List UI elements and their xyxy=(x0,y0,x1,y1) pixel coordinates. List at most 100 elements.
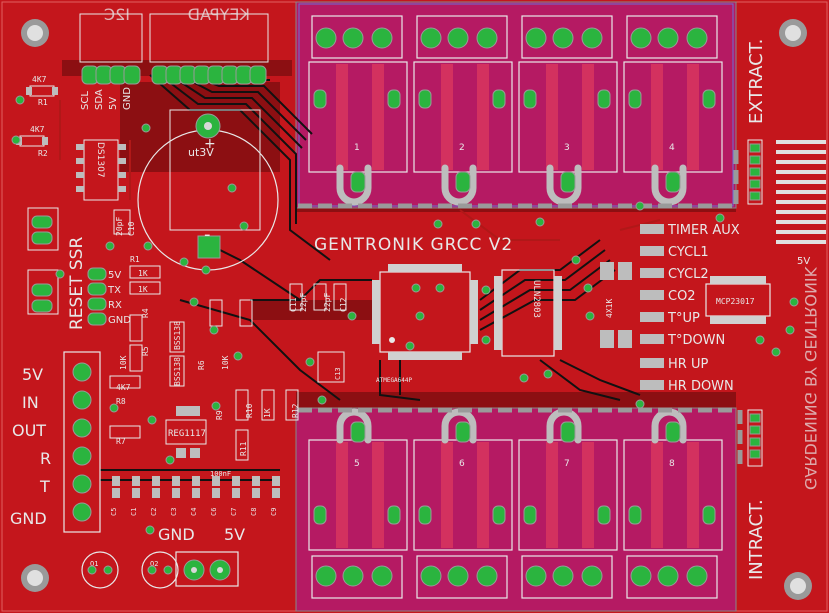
power-label-r: R xyxy=(40,449,51,468)
label-c3: C3 xyxy=(170,508,178,516)
board-title: GENTRONIK GRCC V2 xyxy=(314,235,513,255)
power-terminal-block xyxy=(63,351,101,533)
intract-label: INTRACT. xyxy=(746,499,767,580)
label-c9: C9 xyxy=(270,508,278,516)
label-r1-value: 4K7 xyxy=(32,75,47,84)
label-c5: C5 xyxy=(110,508,118,516)
reset-ssr-connector xyxy=(27,207,59,315)
right-edge-pins xyxy=(776,140,826,244)
battery-plus: + xyxy=(204,136,216,152)
mcu-label: ATMEGA644P xyxy=(376,377,413,384)
top-traces xyxy=(59,100,661,241)
label-20pf: 20pF xyxy=(115,217,124,236)
component-labels: 4K7 R1 4K7 R2 R1 1K 1K R4 R5 10K R6 4K7 … xyxy=(30,75,348,568)
label-c13: C13 xyxy=(334,367,342,380)
right-connector-top xyxy=(747,139,763,205)
input-label-cycl2: CYCL2 xyxy=(668,267,709,282)
power-label-out: OUT xyxy=(12,421,46,440)
serial-header xyxy=(87,267,107,326)
label-r11: R11 xyxy=(239,441,248,456)
label-q2: Q2 xyxy=(150,560,158,568)
uln-label: ULN2803 xyxy=(531,280,541,318)
label-c7: C7 xyxy=(230,508,238,516)
header-label-sda: SDA xyxy=(94,89,105,110)
label-1k-b: 1K xyxy=(138,285,148,294)
bottom-power-connector xyxy=(175,551,239,587)
keepout-lines xyxy=(298,150,743,470)
relay-coil-pads-bottom xyxy=(313,421,716,525)
label-q1: Q1 xyxy=(90,560,98,568)
power-label-gnd: GND xyxy=(10,509,47,528)
mcp-5v-label: 5V xyxy=(797,256,810,267)
input-label-co2: CO2 xyxy=(668,289,696,304)
label-22pf-b: 22pF xyxy=(323,293,332,312)
input-label-t-up: T°UP xyxy=(667,311,700,326)
label-r12: R12 xyxy=(291,403,300,418)
mirrored-i2c-label: I2C xyxy=(104,5,130,24)
resistor-network xyxy=(600,262,632,348)
label-c8: C8 xyxy=(250,508,258,516)
label-10k-a: 10K xyxy=(119,355,128,370)
serial-rx: RX xyxy=(108,300,122,311)
header-pads-i2c xyxy=(81,65,141,85)
label-r2-value: 4K7 xyxy=(30,125,45,134)
relay-stripes xyxy=(336,64,699,548)
label-bss138-b: BSS138 xyxy=(173,357,182,386)
relay-terminals-top xyxy=(315,27,708,49)
label-r1: R1 xyxy=(38,98,48,107)
relay-ch-8: 8 xyxy=(669,459,675,469)
mounting-holes xyxy=(21,19,812,600)
right-connector-bottom xyxy=(747,409,763,467)
rtc-chip xyxy=(76,139,126,201)
label-1k-a: 1K xyxy=(138,269,148,278)
label-r1-b: R1 xyxy=(130,255,140,264)
label-r7: R7 xyxy=(116,437,126,446)
header-label-5v: 5V xyxy=(108,97,119,110)
relay-ch-6: 6 xyxy=(459,459,465,469)
header-outline xyxy=(79,13,269,63)
relay-coil-pads-top xyxy=(313,89,716,193)
input-label-t-down: T°DOWN xyxy=(667,333,725,348)
relay-ch-7: 7 xyxy=(564,459,570,469)
power-label-5v: 5V xyxy=(22,365,43,384)
extract-label: EXTRACT. xyxy=(746,39,767,124)
header-label-scl: SCL xyxy=(80,91,91,110)
label-r9: R9 xyxy=(215,410,224,420)
serial-tx: TX xyxy=(107,285,121,296)
relay-terminals-bottom xyxy=(315,565,708,587)
input-label-cycl1: CYCL1 xyxy=(668,245,709,260)
label-1k-c: 1K xyxy=(263,408,272,418)
vias xyxy=(11,95,799,535)
bottom-label-5v: 5V xyxy=(224,525,245,544)
label-r10: R10 xyxy=(245,403,254,418)
mcp-expander xyxy=(705,276,771,324)
input-pads xyxy=(640,224,664,390)
label-c2: C2 xyxy=(150,508,158,516)
header-pads-keypad xyxy=(151,65,267,85)
relay-ch-1: 1 xyxy=(354,143,360,153)
battery-holder xyxy=(137,109,279,271)
label-100nf: 100nF xyxy=(210,470,231,478)
regulator-label: REG1117 xyxy=(168,429,206,439)
mirrored-keypad-label: KEYPAD xyxy=(188,5,250,24)
relay-ch-2: 2 xyxy=(459,143,465,153)
bottom-label-gnd: GND xyxy=(158,525,195,544)
label-r6: R6 xyxy=(197,360,206,370)
serial-gnd: GND xyxy=(108,315,131,326)
label-r4: R4 xyxy=(141,308,150,318)
label-c10: C10 xyxy=(127,221,136,236)
relay-ch-5: 5 xyxy=(354,459,360,469)
battery-minus: - xyxy=(204,224,211,245)
header-label-gnd: GND xyxy=(122,87,133,110)
relay-ch-3: 3 xyxy=(564,143,570,153)
label-c4: C4 xyxy=(190,508,198,516)
power-label-in: IN xyxy=(22,393,39,412)
serial-5v: 5V xyxy=(108,270,121,281)
resnet-label: 4X1K xyxy=(605,299,614,318)
label-c12: C12 xyxy=(339,297,348,312)
power-label-t: T xyxy=(39,477,50,496)
label-r5: R5 xyxy=(141,346,150,356)
label-bss138-a: BSS138 xyxy=(173,321,182,350)
input-label-hr-up: HR UP xyxy=(668,357,708,372)
